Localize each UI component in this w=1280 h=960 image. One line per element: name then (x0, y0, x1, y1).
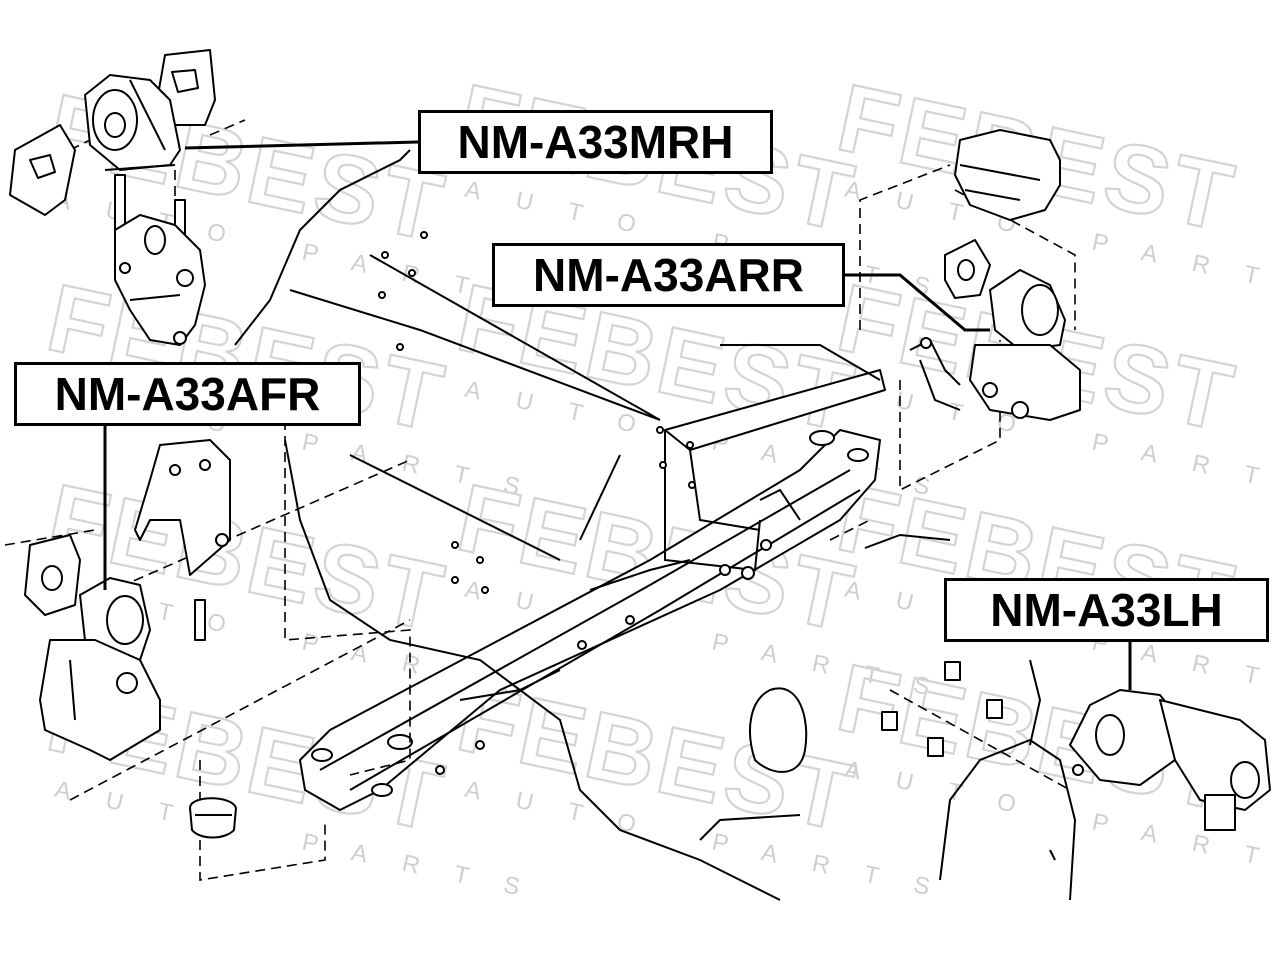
part-label-lh: NM-A33LH (944, 578, 1269, 642)
engine-outline (234, 149, 1077, 901)
mount-afr-assembly (24, 439, 237, 839)
part-label-mrh: NM-A33MRH (418, 110, 773, 174)
mount-arr-assembly (909, 129, 1081, 421)
assembly-dashed-lines (4, 119, 1076, 881)
part-label-afr-text: NM-A33AFR (54, 368, 321, 420)
part-label-afr: NM-A33AFR (14, 362, 361, 426)
part-label-arr-text: NM-A33ARR (533, 249, 804, 301)
leader-lines (103, 140, 1132, 690)
subframe (299, 344, 886, 811)
mount-lh-assembly (881, 661, 1271, 861)
part-label-lh-text: NM-A33LH (990, 584, 1223, 636)
mount-mrh-assembly (9, 49, 216, 346)
part-label-mrh-text: NM-A33MRH (457, 116, 734, 168)
part-label-arr: NM-A33ARR (492, 243, 845, 307)
